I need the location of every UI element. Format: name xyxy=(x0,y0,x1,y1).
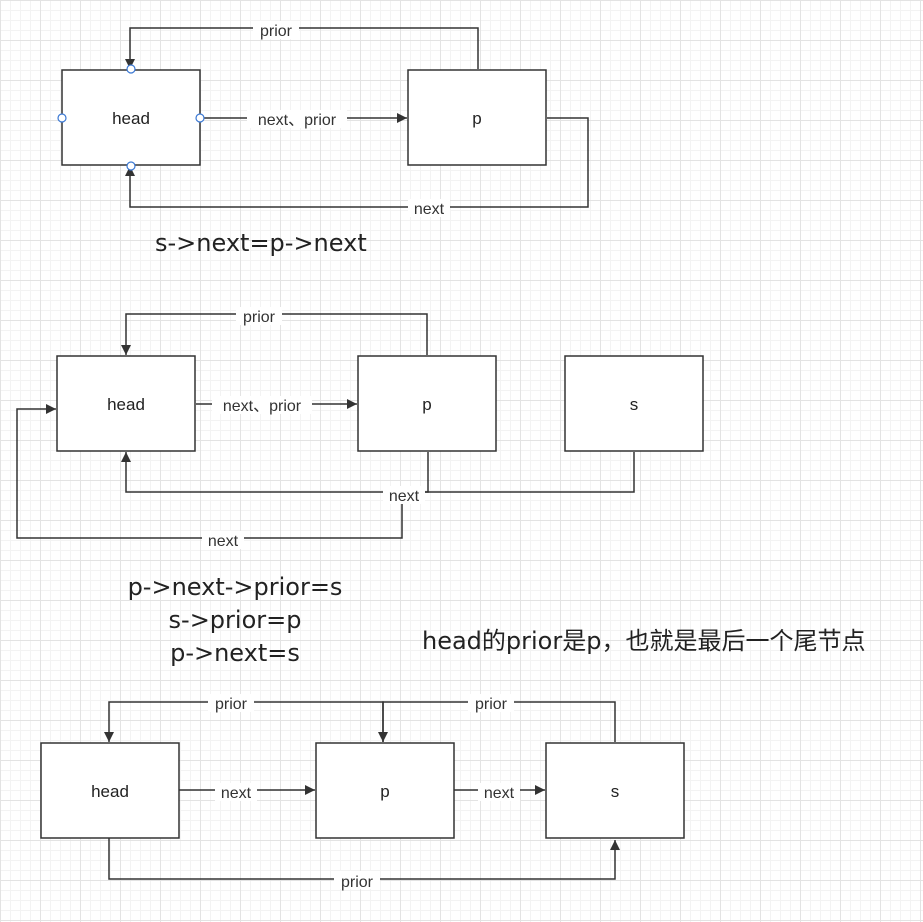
node-p[interactable] xyxy=(315,742,455,839)
node-s[interactable] xyxy=(545,742,685,839)
edge-next-s-line[interactable] xyxy=(402,452,635,493)
node-head-label: head xyxy=(107,395,145,414)
node-s[interactable] xyxy=(564,355,704,452)
node-head-label: head xyxy=(112,109,150,128)
edge-label-prior: prior xyxy=(260,23,293,40)
note-text-content: head的prior是p，也就是最后一个尾节点 xyxy=(422,627,866,655)
diagram3: head p s prior prior next next prior xyxy=(40,694,685,891)
node-p-label: p xyxy=(422,395,431,414)
connection-handle-top[interactable] xyxy=(126,64,136,74)
edge-label-next-prior: next、prior xyxy=(258,112,337,129)
node-p-label: p xyxy=(380,782,389,801)
caption-step1: s->next=p->next xyxy=(155,229,367,257)
edge-label-prior-s-p: prior xyxy=(475,696,508,713)
edge-label-next-p-s: next xyxy=(484,785,515,802)
node-s-label: s xyxy=(630,395,639,414)
edge-label-prior-p-head: prior xyxy=(215,696,248,713)
edge-label-next: next xyxy=(414,201,445,218)
node-head[interactable] xyxy=(40,742,180,839)
node-p[interactable] xyxy=(407,69,547,166)
edge-next-p-to-head[interactable] xyxy=(121,452,429,493)
connection-handle-bottom[interactable] xyxy=(126,161,136,171)
edge-label-prior: prior xyxy=(243,309,276,326)
edge-label-prior-head-s: prior xyxy=(341,874,374,891)
caption-step1-text: s->next=p->next xyxy=(155,229,367,257)
edge-label-next-head-p: next xyxy=(221,785,252,802)
node-s-label: s xyxy=(611,782,620,801)
note-text: head的prior是p，也就是最后一个尾节点 xyxy=(422,621,865,656)
node-head[interactable] xyxy=(56,355,196,452)
edge-label-next-prior: next、prior xyxy=(223,398,302,415)
edge-next-p-to-head[interactable] xyxy=(125,117,589,208)
edge-prior-p-to-head[interactable] xyxy=(125,27,479,69)
connection-handle-left[interactable] xyxy=(57,113,67,123)
node-p[interactable] xyxy=(357,355,497,452)
edge-label-next-loop: next xyxy=(208,533,239,550)
caption-step2: p->next->prior=s s->prior=p p->next=s xyxy=(110,571,360,670)
caption-step2-line3: p->next=s xyxy=(170,639,300,667)
diagram2: head p s prior next、prior next next xyxy=(16,307,704,550)
node-head-label: head xyxy=(91,782,129,801)
connection-handle-right[interactable] xyxy=(195,113,205,123)
diagram1: head p prior next、prior next xyxy=(57,21,589,218)
edge-label-next: next xyxy=(389,488,420,505)
node-p-label: p xyxy=(472,109,481,128)
caption-step2-line2: s->prior=p xyxy=(168,606,302,634)
edge-next-loop-to-head[interactable] xyxy=(16,404,403,539)
caption-step2-line1: p->next->prior=s xyxy=(127,573,343,601)
